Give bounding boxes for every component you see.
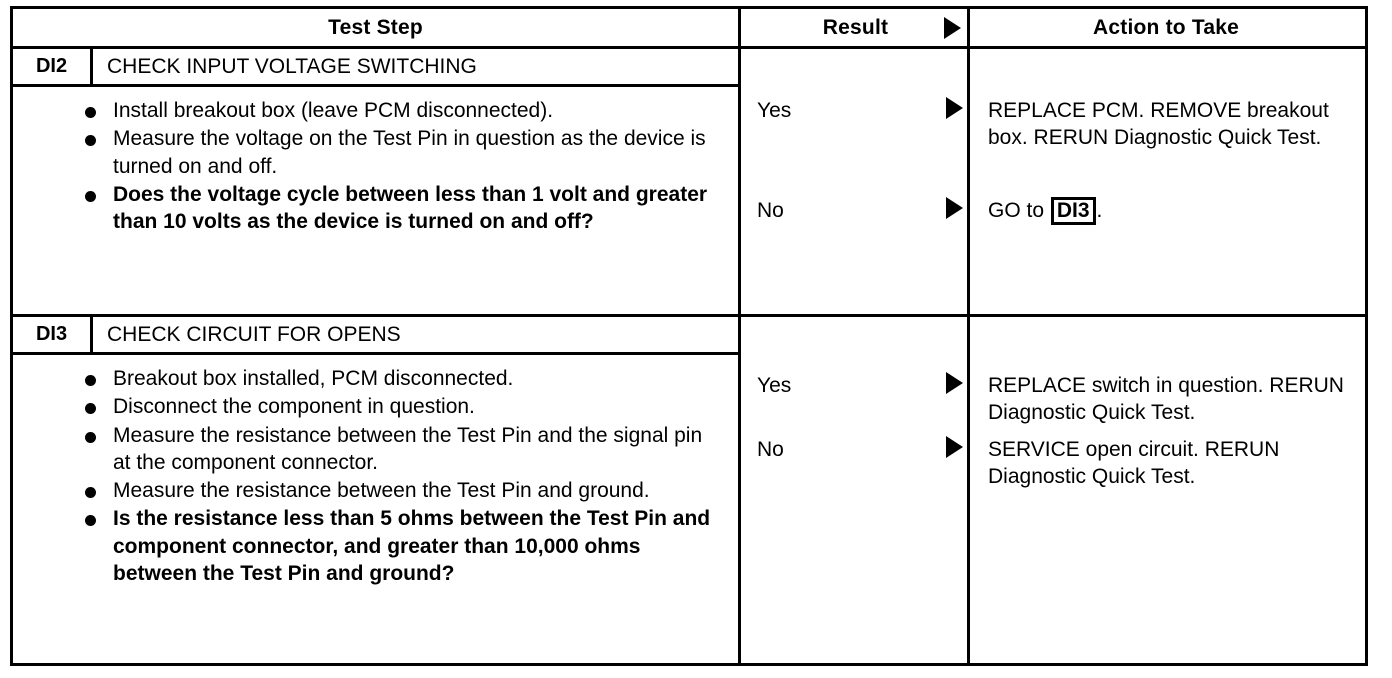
column-header-action-to-take-label: Action to Take — [1093, 15, 1239, 39]
list-item: Measure the voltage on the Test Pin in q… — [13, 125, 724, 180]
right-triangle-icon — [946, 372, 963, 394]
action-text-after: . — [1096, 199, 1103, 222]
column-header-action-to-take: Action to Take — [967, 9, 1362, 46]
result-label-yes: Yes — [757, 374, 792, 397]
step-name-di2: CHECK INPUT VOLTAGE SWITCHING — [107, 54, 477, 78]
result-label-no: No — [757, 438, 784, 461]
column-header-result: Result — [738, 9, 967, 46]
result-row: No — [741, 436, 967, 463]
action-text-before: GO to — [988, 199, 1050, 222]
result-row: Yes — [741, 372, 967, 399]
list-item: Measure the resistance between the Test … — [13, 422, 724, 477]
right-triangle-icon — [946, 436, 963, 458]
list-item: Disconnect the component in question. — [13, 393, 724, 420]
list-item: Install breakout box (leave PCM disconne… — [13, 97, 724, 124]
action-cell-di3: REPLACE switch in question. RERUN Diagno… — [967, 317, 1362, 663]
step-name-di3: CHECK CIRCUIT FOR OPENS — [107, 322, 401, 346]
table-header-row: Test Step Result Action to Take — [13, 9, 1365, 49]
test-step-section-di2: DI2 CHECK INPUT VOLTAGE SWITCHING Instal… — [13, 49, 1365, 314]
step-bullet-list-di2: Install breakout box (leave PCM disconne… — [13, 87, 738, 246]
result-label-no: No — [757, 199, 784, 222]
test-step-cell-di3: DI3 CHECK CIRCUIT FOR OPENS Breakout box… — [13, 317, 738, 663]
result-cell-di3: Yes No — [738, 317, 967, 663]
pinpoint-test-table: Test Step Result Action to Take DI2 CHEC… — [10, 6, 1368, 666]
result-cell-di2: Yes No — [738, 49, 967, 314]
list-item: Is the resistance less than 5 ohms betwe… — [13, 505, 724, 587]
result-label-yes: Yes — [757, 99, 792, 122]
action-row: SERVICE open circuit. RERUN Diagnostic Q… — [988, 438, 1280, 489]
action-row: GO to DI3. — [970, 197, 1362, 226]
step-code-di3: DI3 — [13, 317, 93, 352]
result-row: No — [741, 197, 967, 224]
step-code-di2: DI2 — [13, 49, 93, 84]
right-triangle-icon — [946, 97, 963, 119]
column-header-test-step-label: Test Step — [328, 15, 423, 39]
action-row: REPLACE switch in question. RERUN Diagno… — [988, 374, 1344, 425]
step-title-row-di2: DI2 CHECK INPUT VOLTAGE SWITCHING — [13, 49, 738, 87]
right-triangle-icon — [944, 16, 961, 39]
action-row: REPLACE PCM. REMOVE breakout box. RERUN … — [988, 99, 1329, 150]
cross-reference-di3[interactable]: DI3 — [1050, 197, 1096, 226]
step-bullet-list-di3: Breakout box installed, PCM disconnected… — [13, 355, 738, 598]
list-item: Breakout box installed, PCM disconnected… — [13, 365, 724, 392]
result-list-di2: Yes No — [741, 49, 967, 314]
step-title-row-di3: DI3 CHECK CIRCUIT FOR OPENS — [13, 317, 738, 355]
right-triangle-icon — [946, 197, 963, 219]
column-header-test-step: Test Step — [13, 9, 738, 46]
result-list-di3: Yes No — [741, 317, 967, 663]
action-cell-di2: REPLACE PCM. REMOVE breakout box. RERUN … — [967, 49, 1362, 314]
test-step-cell-di2: DI2 CHECK INPUT VOLTAGE SWITCHING Instal… — [13, 49, 738, 314]
list-item: Measure the resistance between the Test … — [13, 477, 724, 504]
result-row: Yes — [741, 97, 967, 124]
list-item: Does the voltage cycle between less than… — [13, 181, 724, 236]
test-step-section-di3: DI3 CHECK CIRCUIT FOR OPENS Breakout box… — [13, 314, 1365, 663]
column-header-result-label: Result — [822, 15, 889, 39]
